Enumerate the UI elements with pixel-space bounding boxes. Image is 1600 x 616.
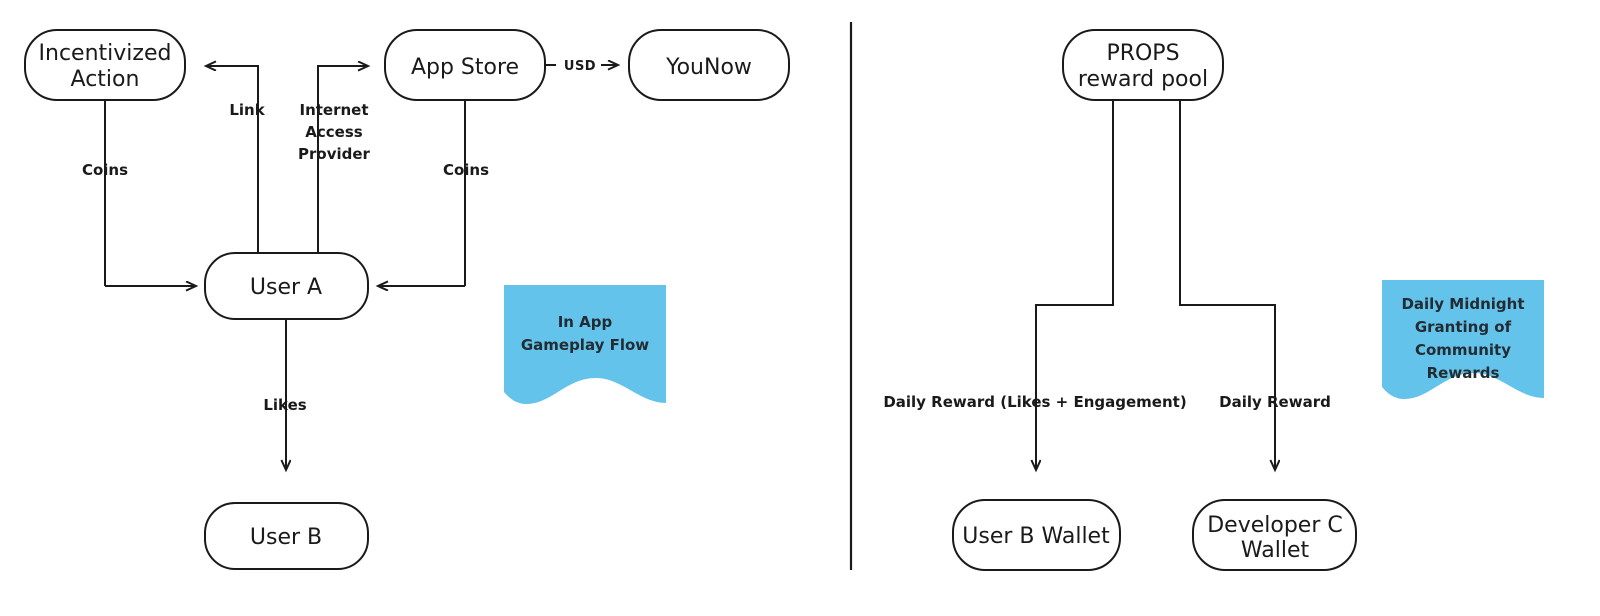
edge-label-access: Access — [305, 123, 362, 141]
edge-label-daily-reward: Daily Reward — [1219, 393, 1331, 411]
node-props-reward-pool[interactable]: PROPS reward pool — [1062, 29, 1224, 101]
node-younow-label: YouNow — [665, 55, 752, 80]
banner-left-line1: In App — [558, 313, 613, 331]
node-props-reward-pool-label-line1: PROPS — [1106, 41, 1179, 66]
edge-link-path — [206, 66, 259, 253]
banner-left-line2: Gameplay Flow — [521, 336, 649, 354]
node-user-b-wallet-label: User B Wallet — [962, 524, 1110, 549]
node-props-reward-pool-label-line2: reward pool — [1078, 67, 1208, 92]
node-user-a[interactable]: User A — [204, 252, 369, 320]
node-younow[interactable]: YouNow — [628, 29, 790, 101]
node-app-store-label: App Store — [411, 55, 519, 80]
node-incentivized-action-label-line2: Action — [71, 67, 140, 92]
edge-label-coins-left: Coins — [82, 161, 128, 179]
edge-label-usd: USD — [564, 59, 596, 74]
banner-right-line4: Rewards — [1427, 364, 1500, 382]
edge-internet-access-provider-path — [317, 66, 368, 253]
node-incentivized-action[interactable]: Incentivized Action — [24, 29, 186, 101]
edge-label-internet: Internet — [299, 101, 368, 119]
node-developer-c-wallet-label-line1: Developer C — [1207, 513, 1343, 538]
banner-daily-midnight-granting: Daily Midnight Granting of Community Rew… — [1382, 280, 1544, 399]
banner-in-app-gameplay-flow: In App Gameplay Flow — [504, 285, 666, 404]
banner-right-line2: Granting of — [1415, 318, 1512, 336]
node-incentivized-action-label-line1: Incentivized — [39, 41, 172, 66]
node-user-b[interactable]: User B — [204, 502, 369, 570]
node-app-store[interactable]: App Store — [384, 29, 546, 101]
banner-right-line3: Community — [1415, 341, 1511, 359]
node-developer-c-wallet[interactable]: Developer C Wallet — [1192, 499, 1357, 571]
edge-label-likes: Likes — [263, 396, 306, 414]
banner-right-line1: Daily Midnight — [1401, 295, 1524, 313]
node-user-b-label: User B — [250, 525, 322, 550]
edge-label-coins-right: Coins — [443, 161, 489, 179]
edge-daily-reward-path — [1179, 100, 1275, 470]
node-user-a-label: User A — [250, 275, 322, 300]
edge-label-daily-reward-likes-engagement: Daily Reward (Likes + Engagement) — [883, 393, 1186, 411]
edge-label-link: Link — [229, 101, 265, 119]
node-user-b-wallet[interactable]: User B Wallet — [952, 499, 1121, 571]
node-developer-c-wallet-label-line2: Wallet — [1241, 538, 1310, 563]
edge-daily-reward-likes-path — [1036, 100, 1114, 470]
edge-label-provider: Provider — [298, 145, 371, 163]
